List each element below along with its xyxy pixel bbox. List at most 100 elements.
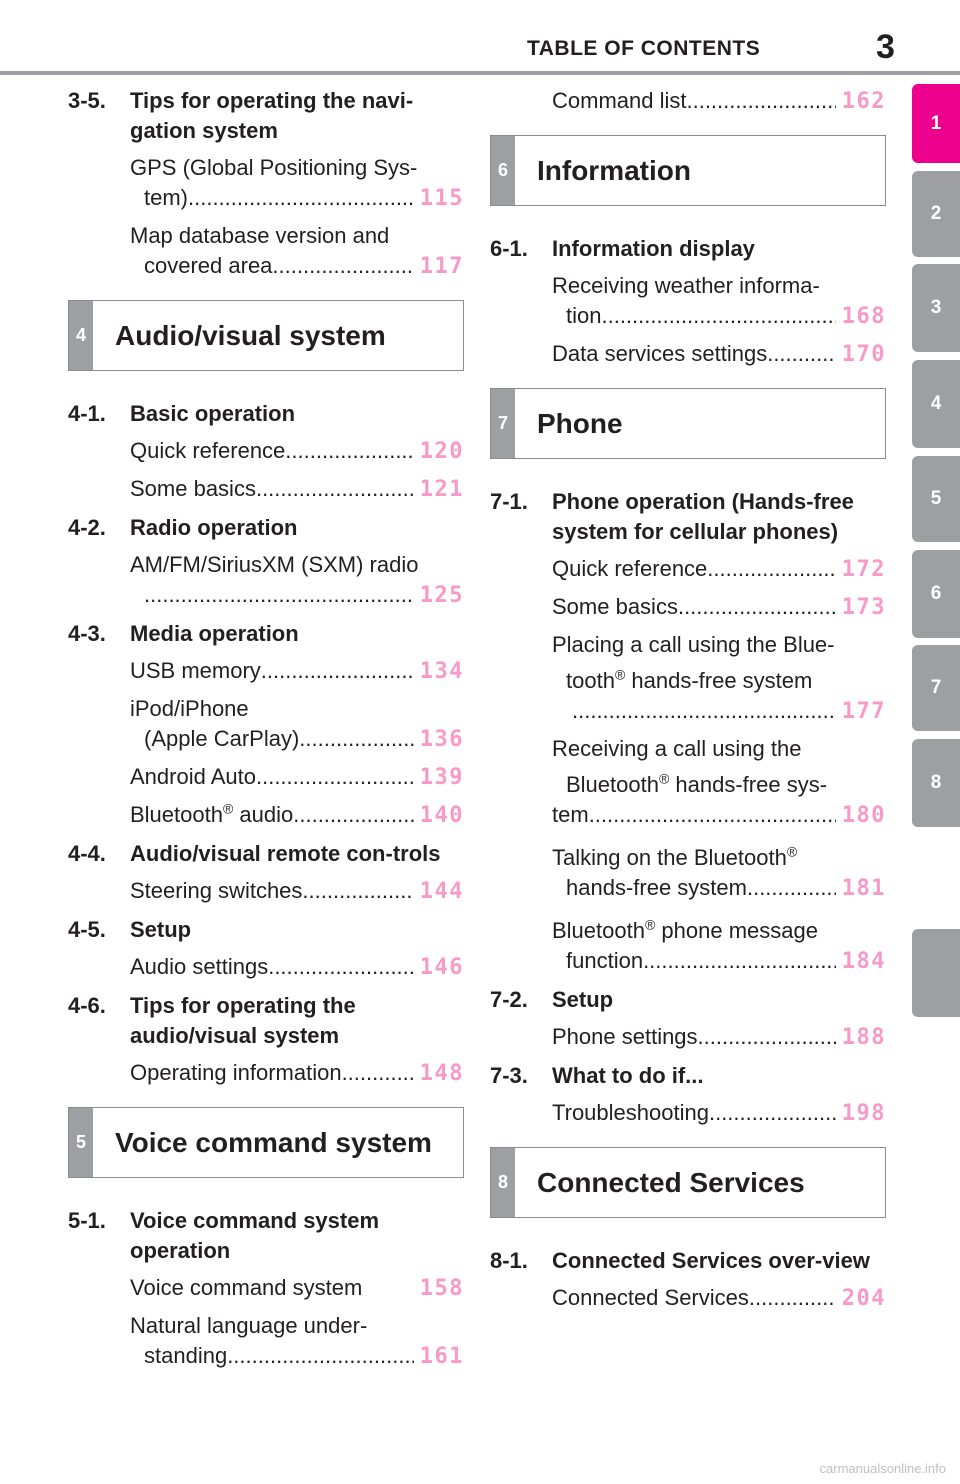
- toc-entry[interactable]: Bluetooth® phone message function184: [552, 916, 886, 977]
- entry-text: Some basics: [130, 476, 256, 501]
- registered-mark: ®: [786, 843, 798, 860]
- chapter-tab-2[interactable]: 2: [912, 171, 960, 257]
- chapter-tab-4[interactable]: 4: [912, 360, 960, 448]
- chapter-tab-3[interactable]: 3: [912, 264, 960, 352]
- toc-entry[interactable]: Operating information 148: [130, 1058, 464, 1089]
- entry-text: Voice command system: [130, 1275, 363, 1300]
- section-title: Radio operation: [130, 515, 298, 540]
- toc-entry[interactable]: Phone settings188: [552, 1022, 886, 1053]
- entry-text: Placing a call using the Blue-: [552, 632, 835, 657]
- toc-entry[interactable]: Android Auto139: [130, 762, 464, 793]
- page-link[interactable]: 139: [419, 765, 464, 790]
- page-link[interactable]: 162: [841, 89, 886, 114]
- toc-entry[interactable]: GPS (Global Positioning Sys- tem) 115: [130, 153, 464, 214]
- entry-text: Data services settings: [552, 341, 768, 366]
- chapter-badge: 8: [491, 1148, 515, 1217]
- page-link[interactable]: 148: [419, 1061, 464, 1086]
- section-number: 5-1.: [68, 1208, 106, 1233]
- entry-text: Bluetooth® audio: [130, 800, 293, 830]
- section-heading: 4-3. Media operation: [68, 619, 464, 649]
- page-link[interactable]: 121: [419, 477, 464, 502]
- chapter-tab-index[interactable]: [912, 929, 960, 1017]
- toc-entry[interactable]: Bluetooth® audio 140: [130, 800, 464, 831]
- registered-mark: ®: [644, 916, 656, 933]
- section-heading: 8-1. Connected Services over-view: [490, 1246, 886, 1276]
- toc-entry[interactable]: Data services settings 170: [552, 339, 886, 370]
- entry-text-part: phone message: [655, 918, 818, 943]
- chapter-tab-7[interactable]: 7: [912, 645, 960, 731]
- entry-text: Quick reference: [552, 556, 708, 581]
- section-number: 7-3.: [490, 1063, 528, 1088]
- page-link[interactable]: 170: [841, 342, 886, 367]
- page-link[interactable]: 181: [841, 876, 886, 901]
- section-heading: 7-2. Setup: [490, 985, 886, 1015]
- section-title: Tips for operating the audio/visual syst…: [130, 993, 356, 1048]
- toc-entry[interactable]: Quick reference120: [130, 436, 464, 467]
- entry-text: GPS (Global Positioning Sys-: [130, 155, 418, 180]
- page-link[interactable]: 140: [419, 803, 464, 828]
- page-title: TABLE OF CONTENTS: [527, 37, 761, 60]
- toc-entry[interactable]: Quick reference 172: [552, 554, 886, 585]
- toc-entry[interactable]: USB memory134: [130, 656, 464, 687]
- chapter-title: Audio/visual system: [115, 319, 386, 351]
- entry-text: Bluetooth® hands-free sys-: [552, 770, 886, 800]
- page-link[interactable]: 188: [841, 1025, 886, 1050]
- toc-entry[interactable]: Some basics 121: [130, 474, 464, 505]
- section-heading: 5-1. Voice command system operation: [68, 1206, 464, 1266]
- entry-text: tem): [144, 185, 188, 210]
- chapter-tab-8[interactable]: 8: [912, 739, 960, 827]
- page-link[interactable]: 146: [419, 955, 464, 980]
- entry-text: Receiving a call using the: [552, 736, 802, 761]
- section-title: Information display: [552, 236, 755, 261]
- toc-entry[interactable]: Map database version and covered area117: [130, 221, 464, 282]
- chapter-badge: 7: [491, 389, 515, 458]
- page-link[interactable]: 172: [841, 557, 886, 582]
- toc-entry[interactable]: Receiving a call using the Bluetooth® ha…: [552, 734, 886, 831]
- page-link[interactable]: 158: [419, 1276, 464, 1301]
- toc-entry[interactable]: Natural language under- standing161: [130, 1311, 464, 1372]
- toc-entry[interactable]: Receiving weather informa- tion168: [552, 271, 886, 332]
- chapter-tab-6[interactable]: 6: [912, 550, 960, 638]
- page-link[interactable]: 198: [841, 1101, 886, 1126]
- page-link[interactable]: 173: [841, 595, 886, 620]
- page-link[interactable]: 117: [419, 254, 464, 279]
- toc-entry[interactable]: AM/FM/SiriusXM (SXM) radio 125: [130, 550, 464, 611]
- page-link[interactable]: 180: [841, 803, 886, 828]
- page-number: 3: [876, 28, 895, 66]
- toc-entry[interactable]: Troubleshooting198: [552, 1098, 886, 1129]
- chapter-tab-1[interactable]: 1: [912, 84, 960, 163]
- page-link[interactable]: 204: [841, 1286, 886, 1311]
- section-title: Setup: [130, 917, 192, 942]
- toc-entry[interactable]: iPod/iPhone (Apple CarPlay)136: [130, 694, 464, 755]
- page-link[interactable]: 177: [841, 699, 886, 724]
- toc-entry[interactable]: Some basics 173: [552, 592, 886, 623]
- page-link[interactable]: 134: [419, 659, 464, 684]
- page-link[interactable]: 144: [419, 879, 464, 904]
- entry-text: AM/FM/SiriusXM (SXM) radio: [130, 552, 419, 577]
- page-link[interactable]: 168: [841, 304, 886, 329]
- toc-entry[interactable]: Steering switches144: [130, 876, 464, 907]
- page-link[interactable]: 120: [419, 439, 464, 464]
- toc-entry[interactable]: Command list162: [552, 86, 886, 117]
- toc-entry[interactable]: Voice command system 158: [130, 1273, 464, 1304]
- entry-text: tion: [566, 303, 602, 328]
- toc-entry[interactable]: Connected Services 204: [552, 1283, 886, 1314]
- entry-text: Map database version and: [130, 223, 390, 248]
- toc-entry[interactable]: Audio settings146: [130, 952, 464, 983]
- page-link[interactable]: 125: [419, 583, 464, 608]
- entry-text-part: Bluetooth: [552, 918, 645, 943]
- toc-entry[interactable]: Placing a call using the Blue- tooth® ha…: [552, 630, 886, 727]
- page-link[interactable]: 184: [841, 949, 886, 974]
- toc-entry[interactable]: Talking on the Bluetooth® hands-free sys…: [552, 843, 886, 904]
- section-heading: 4-1. Basic operation: [68, 399, 464, 429]
- page-link[interactable]: 136: [419, 727, 464, 752]
- entry-text: standing: [144, 1343, 228, 1368]
- chapter-tab-5[interactable]: 5: [912, 456, 960, 542]
- entry-text: Some basics: [552, 594, 678, 619]
- section-number: 4-3.: [68, 621, 106, 646]
- page-link[interactable]: 115: [419, 186, 464, 211]
- chapter-title: Phone: [537, 407, 623, 439]
- entry-text: iPod/iPhone: [130, 696, 249, 721]
- registered-mark: ®: [222, 800, 234, 817]
- page-link[interactable]: 161: [419, 1344, 464, 1369]
